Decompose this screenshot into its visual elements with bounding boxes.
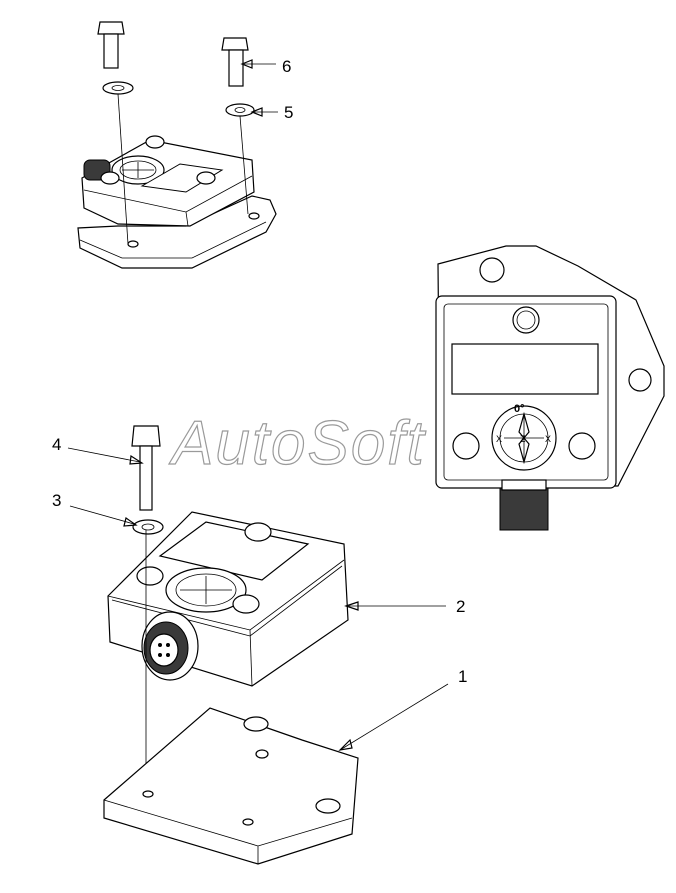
callout-2: 2 <box>456 597 465 616</box>
dial-z-mark: Z <box>520 434 526 444</box>
callout-6: 6 <box>282 57 291 76</box>
dial-x-left-mark: X <box>496 434 502 444</box>
callout-3: 3 <box>52 491 61 510</box>
connector-thread-icon <box>499 487 549 531</box>
dial-x-right-mark: X <box>545 434 551 444</box>
callout-4: 4 <box>52 435 61 454</box>
leader-lines <box>67 59 449 751</box>
main-assembly <box>103 425 359 865</box>
small-assembly <box>77 21 277 269</box>
callout-1: 1 <box>458 667 467 686</box>
callout-5: 5 <box>284 103 293 122</box>
top-view: 0° X X Z <box>435 245 665 531</box>
dial-zero-mark: 0° <box>514 403 525 415</box>
watermark-text: AutoSoft <box>168 409 427 478</box>
